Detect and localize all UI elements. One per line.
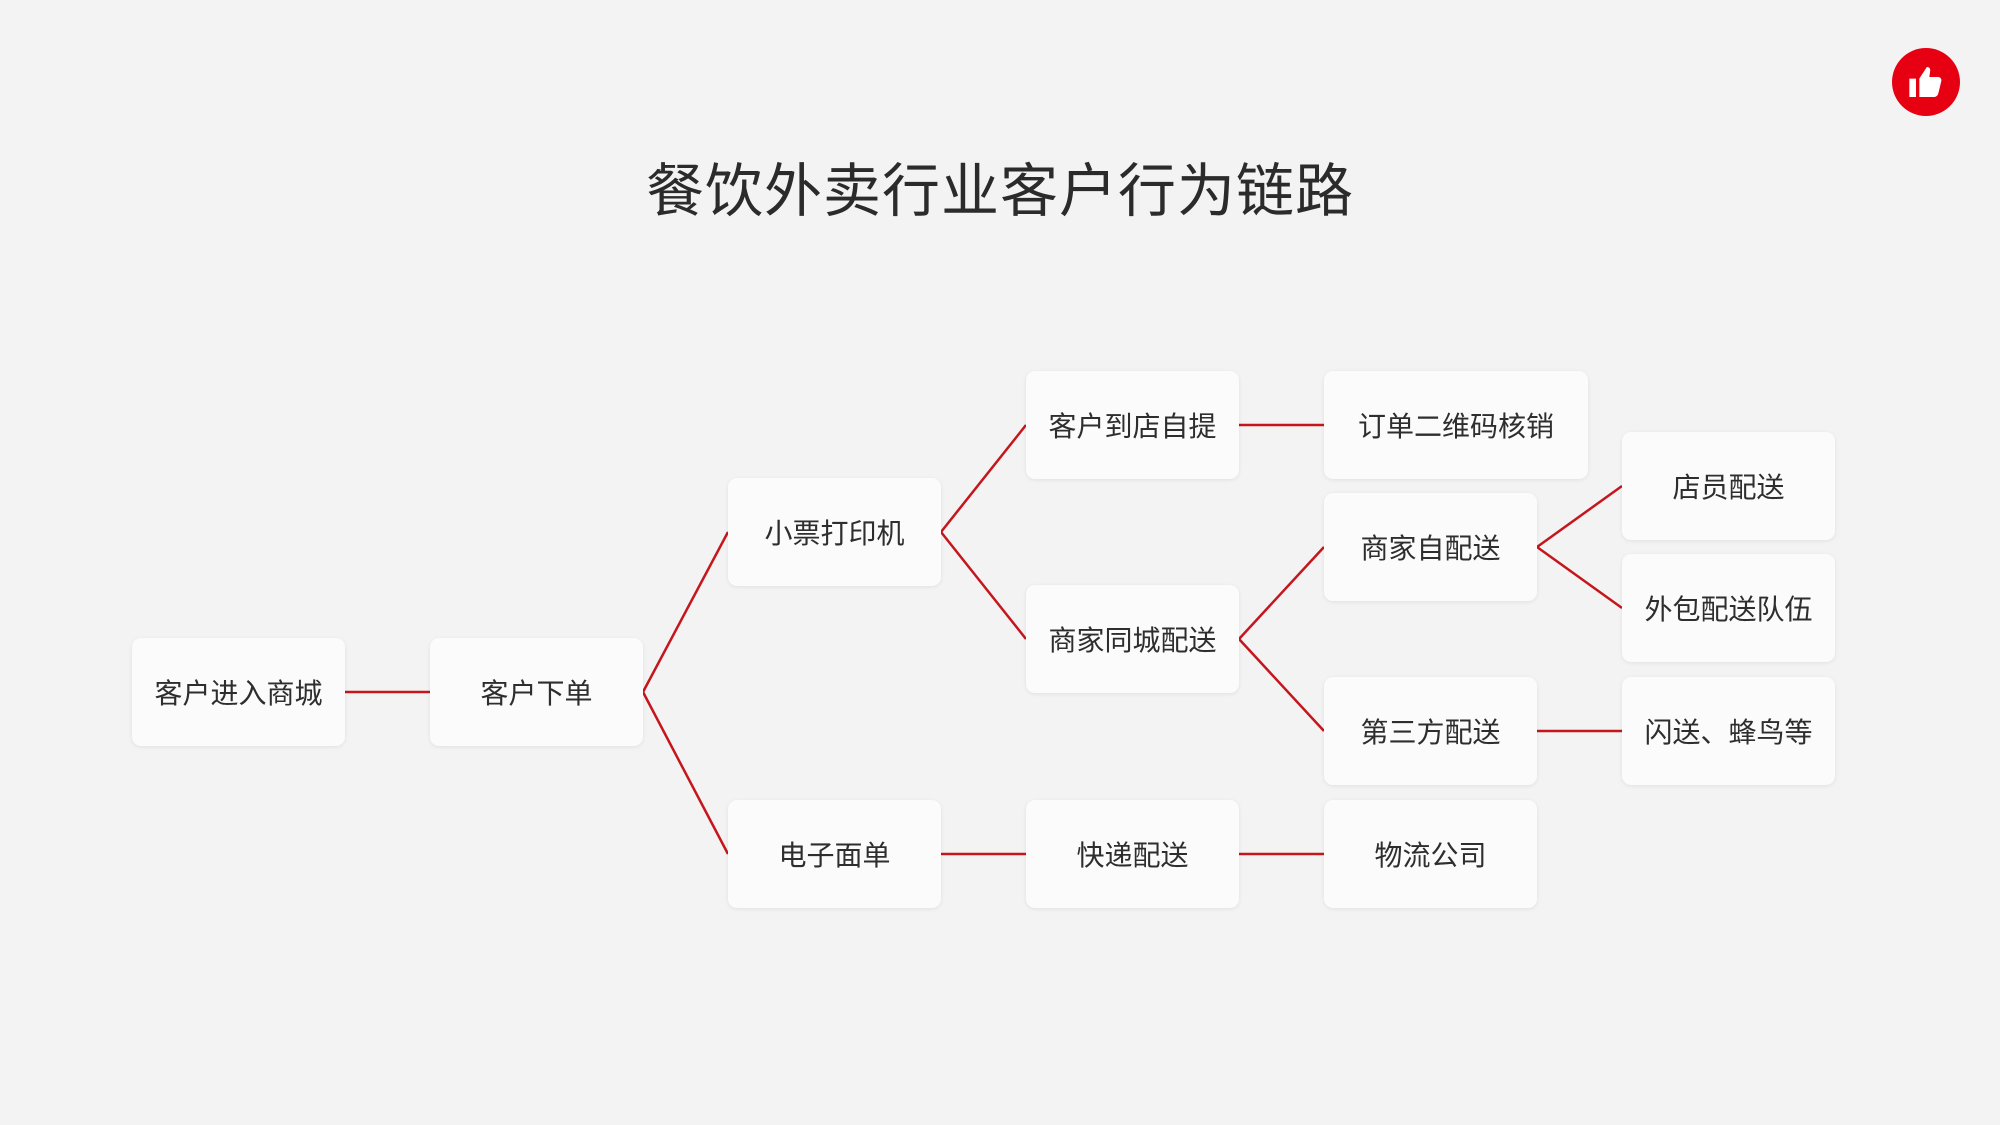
- brand-logo: [1892, 48, 1960, 116]
- connector-city_delivery-self_delivery: [1238, 546, 1325, 640]
- connector-self_delivery-staff_delivery: [1536, 484, 1623, 549]
- connector-ticket_printer-store_pickup: [940, 424, 1027, 533]
- node-place-order: 客户下单: [430, 638, 643, 746]
- thumbs-up-icon: [1909, 67, 1942, 97]
- connector-ticket_printer-city_delivery: [940, 531, 1027, 640]
- node-store-pickup: 客户到店自提: [1026, 371, 1239, 479]
- node-qr-verification: 订单二维码核销: [1324, 371, 1588, 479]
- connector-order-ticket_printer: [641, 531, 730, 693]
- connector-order-electronic_waybill: [641, 691, 730, 855]
- connector-self_delivery-outsourced_team: [1536, 545, 1623, 610]
- node-ticket-printer: 小票打印机: [728, 478, 941, 586]
- page-title: 餐饮外卖行业客户行为链路: [645, 157, 1354, 225]
- node-third-party-delivery: 第三方配送: [1324, 677, 1537, 785]
- node-enter-mall: 客户进入商城: [132, 638, 345, 746]
- node-express-delivery: 快递配送: [1026, 800, 1239, 908]
- node-self-delivery: 商家自配送: [1324, 493, 1537, 601]
- node-flash-delivery: 闪送、蜂鸟等: [1622, 677, 1835, 785]
- node-electronic-waybill: 电子面单: [728, 800, 941, 908]
- connector-city_delivery-third_party_delivery: [1238, 638, 1325, 732]
- node-staff-delivery: 店员配送: [1622, 432, 1835, 540]
- node-city-delivery: 商家同城配送: [1026, 585, 1239, 693]
- node-outsourced-team: 外包配送队伍: [1622, 554, 1835, 662]
- node-logistics-company: 物流公司: [1324, 800, 1537, 908]
